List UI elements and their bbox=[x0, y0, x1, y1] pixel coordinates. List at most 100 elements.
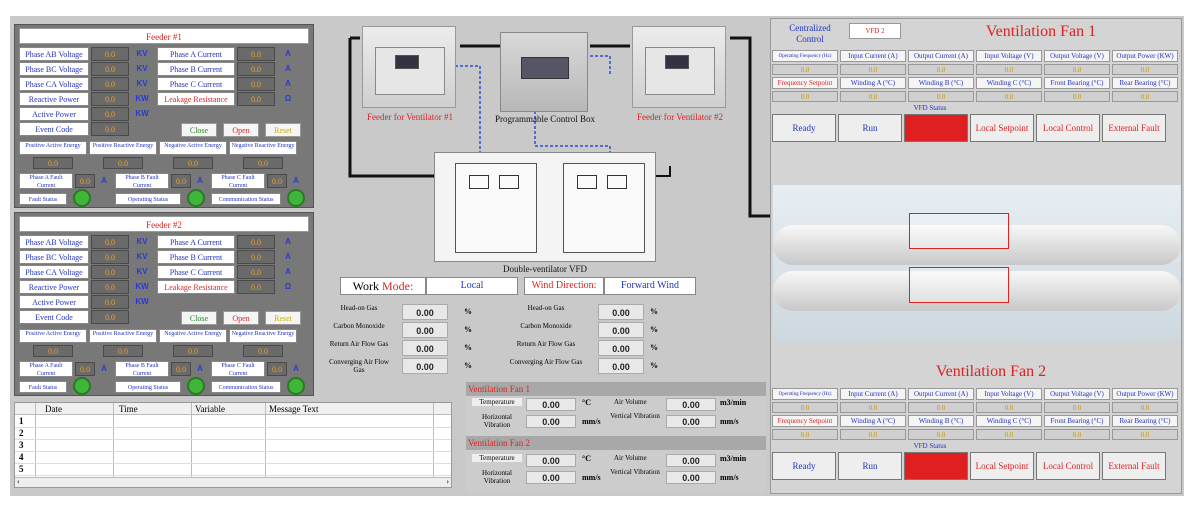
fault-current-label: Phase A Fault Current bbox=[19, 173, 73, 189]
fan-2-status-fault[interactable]: Fault bbox=[904, 452, 968, 480]
log-row-line bbox=[15, 427, 451, 428]
right-value: 0.0 bbox=[237, 265, 275, 279]
fan-1-param-label: Output Current (A) bbox=[908, 50, 974, 62]
fan-1-status-run[interactable]: Run bbox=[838, 114, 902, 142]
right-label: Leakage Resistance bbox=[157, 92, 235, 106]
vibration-unit: mm/s bbox=[720, 417, 739, 426]
left-unit: KW bbox=[135, 297, 149, 306]
fan-1-param-value: 0.0 bbox=[840, 91, 906, 102]
horizontal-vibration-label: Horizontal Vibration bbox=[482, 413, 512, 429]
fan-1-status-local-control[interactable]: Local Control bbox=[1036, 114, 1100, 142]
log-col-time[interactable]: Time bbox=[119, 404, 138, 414]
fan-1-small-title: Ventilation Fan 1 bbox=[466, 382, 766, 396]
wind-direction-value[interactable]: Forward Wind bbox=[604, 277, 696, 295]
left-unit: KW bbox=[135, 94, 149, 103]
fan-1-status-external-fault[interactable]: External Fault bbox=[1102, 114, 1166, 142]
fan-2-param-value: 0.0 bbox=[976, 402, 1042, 413]
close-button[interactable]: Close bbox=[181, 123, 217, 137]
work-mode-label-red: Mode: bbox=[382, 279, 414, 293]
energy-label: Positive Reactive Energy bbox=[89, 329, 157, 343]
right-label: Phase B Current bbox=[157, 250, 235, 264]
fan-2-param-label: Winding B (°C) bbox=[908, 415, 974, 427]
fan-2-param-value: 0.0 bbox=[1044, 429, 1110, 440]
vfd-label: Double-ventilator VFD bbox=[502, 264, 588, 274]
fan-2-param-label: Input Current (A) bbox=[840, 388, 906, 400]
fan-2-param-label: Operating Frequency (Hz) bbox=[772, 388, 838, 400]
gas-unit-left: % bbox=[464, 361, 472, 370]
fan-2-small-title: Ventilation Fan 2 bbox=[466, 436, 766, 450]
log-scrollbar[interactable]: ‹ › bbox=[15, 477, 451, 487]
right-unit: A bbox=[285, 49, 291, 58]
log-row-number: 3 bbox=[19, 440, 24, 450]
fan-2-status-external-fault[interactable]: External Fault bbox=[1102, 452, 1166, 480]
left-label: Phase CA Voltage bbox=[19, 265, 89, 279]
fan-1-param-value: 0.0 bbox=[772, 91, 838, 102]
operating-status-label: Operating Status bbox=[115, 381, 181, 393]
left-unit: KV bbox=[136, 267, 148, 276]
fan-2-status-run[interactable]: Run bbox=[838, 452, 902, 480]
right-unit: A bbox=[285, 267, 291, 276]
gas-label-right: Converging Air Flow Gas bbox=[509, 358, 583, 366]
fan-2-param-value: 0.0 bbox=[976, 429, 1042, 440]
control-box-label: Programmable Control Box bbox=[495, 114, 595, 124]
fan-2-param-label: Input Voltage (V) bbox=[976, 388, 1042, 400]
vertical-vibration-label: Vertical Vibration bbox=[610, 468, 660, 476]
fan-1-title: Ventilation Fan 1 bbox=[985, 23, 1097, 40]
open-button[interactable]: Open bbox=[223, 311, 259, 325]
fan-2-status-ready[interactable]: Ready bbox=[772, 452, 836, 480]
reset-button[interactable]: Reset bbox=[265, 123, 301, 137]
wiring-diagram bbox=[348, 36, 770, 218]
right-unit: A bbox=[285, 64, 291, 73]
scroll-right-icon[interactable]: › bbox=[446, 477, 449, 486]
air-volume-label: Air Volume bbox=[614, 454, 647, 462]
feeder-ventilator-1-image bbox=[362, 26, 456, 108]
fan-1-param-label: Output Power (KW) bbox=[1112, 50, 1178, 62]
energy-value: 0.0 bbox=[243, 157, 283, 169]
fan-image bbox=[773, 185, 1181, 341]
left-value: 0.0 bbox=[91, 62, 129, 76]
vfd-select[interactable]: VFD 2 bbox=[849, 23, 901, 39]
gas-label-left: Head-on Gas bbox=[340, 304, 378, 312]
fan-1-sensors: Ventilation Fan 1 bbox=[466, 382, 766, 436]
log-col-date[interactable]: Date bbox=[45, 404, 62, 414]
fault-status-label: Fault Status bbox=[19, 381, 67, 393]
energy-label: Negative Reactive Energy bbox=[229, 329, 297, 343]
left-label: Phase BC Voltage bbox=[19, 62, 89, 76]
temperature-value: 0.00 bbox=[526, 398, 576, 411]
work-mode-value[interactable]: Local bbox=[426, 277, 518, 295]
vibration-unit: mm/s bbox=[582, 473, 601, 482]
fan-2-status-local-control[interactable]: Local Control bbox=[1036, 452, 1100, 480]
scroll-left-icon[interactable]: ‹ bbox=[17, 477, 20, 486]
left-unit: KV bbox=[136, 252, 148, 261]
gas-unit-right: % bbox=[650, 361, 658, 370]
open-button[interactable]: Open bbox=[223, 123, 259, 137]
right-value: 0.0 bbox=[237, 77, 275, 91]
fan-1-status-ready[interactable]: Ready bbox=[772, 114, 836, 142]
fan-2-status-local-setpoint[interactable]: Local Setpoint bbox=[970, 452, 1034, 480]
gas-label-left: Return Air Flow Gas bbox=[329, 340, 389, 348]
communication-status-label: Communication Status bbox=[211, 193, 281, 205]
fault-current-label: Phase C Fault Current bbox=[211, 361, 265, 377]
log-col-variable[interactable]: Variable bbox=[195, 404, 225, 414]
left-label: Event Code bbox=[19, 122, 89, 136]
gas-value-right: 0.00 bbox=[598, 358, 644, 374]
fan-2-param-value: 0.0 bbox=[772, 402, 838, 413]
close-button[interactable]: Close bbox=[181, 311, 217, 325]
right-unit: A bbox=[285, 79, 291, 88]
status-indicator bbox=[187, 377, 205, 395]
gas-value-right: 0.00 bbox=[598, 322, 644, 338]
vertical-vibration-value: 0.00 bbox=[666, 471, 716, 484]
fan-1-status-fault[interactable]: Fault bbox=[904, 114, 968, 142]
fault-current-label: Phase A Fault Current bbox=[19, 361, 73, 377]
reset-button[interactable]: Reset bbox=[265, 311, 301, 325]
vertical-vibration-label: Vertical Vibration bbox=[610, 412, 660, 420]
fan-1-status-local-setpoint[interactable]: Local Setpoint bbox=[970, 114, 1034, 142]
left-value: 0.0 bbox=[91, 250, 129, 264]
log-col-message[interactable]: Message Text bbox=[269, 404, 319, 414]
energy-value: 0.0 bbox=[33, 157, 73, 169]
energy-label: Positive Active Energy bbox=[19, 329, 87, 343]
left-label: Phase AB Voltage bbox=[19, 47, 89, 61]
horizontal-vibration-label: Horizontal Vibration bbox=[482, 469, 512, 485]
left-value: 0.0 bbox=[91, 235, 129, 249]
